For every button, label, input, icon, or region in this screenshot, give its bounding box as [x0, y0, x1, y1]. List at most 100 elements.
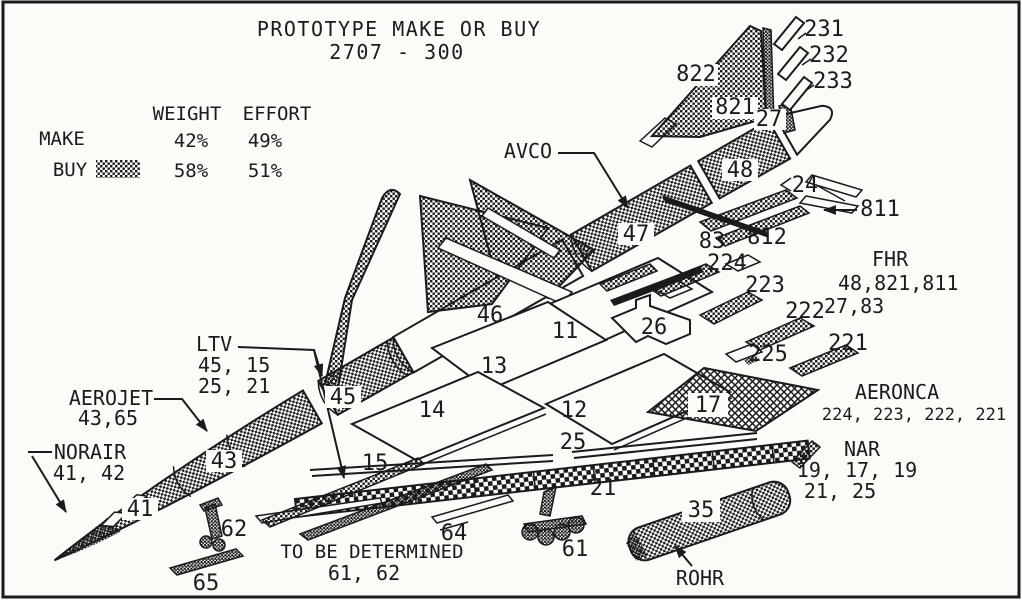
- gear-wheel: [537, 528, 555, 546]
- gear-wheel: [212, 538, 226, 552]
- legend-make-label: MAKE: [39, 128, 85, 150]
- annotation-avco: AVCO: [504, 139, 552, 163]
- strip-64: [430, 494, 515, 524]
- horizontal-tail-parts: [662, 174, 864, 247]
- part-label-64: 64: [441, 521, 468, 546]
- rohr-leader-arrow: [674, 545, 693, 567]
- root-sliver: [598, 263, 659, 292]
- part-label-35: 35: [688, 498, 715, 523]
- label-halo: [122, 498, 158, 520]
- vertical-fin-group: [638, 15, 815, 148]
- part-label-15: 15: [362, 451, 389, 476]
- part-label-233: 233: [813, 69, 853, 94]
- part-label-223: 223: [745, 273, 785, 298]
- diagram-title: PROTOTYPE MAKE OR BUY: [257, 17, 541, 41]
- rudder-segment-232: [776, 45, 810, 82]
- part-label-24: 24: [792, 173, 819, 198]
- part-label-47: 47: [623, 222, 650, 247]
- tail-wedge-811: [798, 195, 860, 214]
- legend-make-effort: 49%: [248, 130, 283, 152]
- gear-wheel: [521, 523, 539, 541]
- norair-leader-arrow: [31, 455, 67, 513]
- annotation-nar-name: NAR: [844, 437, 881, 461]
- label-halo: [618, 223, 654, 245]
- nose-tip-shading: [54, 516, 121, 561]
- ltv-leader-arrow-15: [313, 349, 347, 480]
- elevon-223: [698, 291, 764, 325]
- legend-buy-effort: 51%: [248, 160, 283, 182]
- lower-strips: [254, 432, 811, 541]
- spar-strip-25a: [309, 454, 554, 477]
- contractor-annotations: AVCO FHR 48,821,811 27,83 AERONCA 224, 2…: [53, 139, 1006, 590]
- annotation-fhr-parts1: 48,821,811: [838, 271, 958, 295]
- section-joint-arc: [392, 336, 414, 374]
- bracket-part-26: [610, 293, 691, 346]
- flap-track: [480, 207, 562, 259]
- part-225: [724, 343, 764, 363]
- annotation-ltv-parts1: 45, 15: [198, 353, 270, 377]
- legend-col-effort: EFFORT: [243, 103, 312, 125]
- section-joint-arc: [317, 381, 339, 416]
- annotation-ltv-parts2: 25, 21: [198, 374, 270, 398]
- root-strip-15b: [298, 463, 494, 541]
- gear-wheel: [553, 523, 571, 541]
- label-halo: [712, 97, 758, 119]
- aerojet-leader-arrow: [154, 398, 208, 432]
- part-label-26: 26: [641, 315, 668, 340]
- part-label-812: 812: [747, 225, 787, 250]
- annotation-aeronca-parts: 224, 223, 222, 221: [822, 405, 1006, 425]
- tail-panel-812b: [714, 205, 811, 247]
- legend-col-weight: WEIGHT: [153, 103, 222, 125]
- part-label-222: 222: [785, 299, 825, 324]
- part-label-231: 231: [804, 17, 844, 42]
- elevon-224: [646, 263, 721, 297]
- fuselage-section-47: [569, 164, 714, 273]
- legend-buy-swatch: [96, 160, 140, 178]
- nacelle-joint-arc: [751, 487, 765, 521]
- part-label-65: 65: [193, 571, 220, 596]
- part-label-27: 27: [756, 107, 783, 132]
- part-label-13: 13: [481, 354, 508, 379]
- root-strip-15a: [260, 457, 426, 528]
- legend-buy-label: BUY: [53, 159, 88, 181]
- annotation-tbd-name: TO BE DETERMINED: [280, 541, 463, 563]
- wing-panel-14: [349, 370, 547, 462]
- part-label-14: 14: [419, 398, 446, 423]
- part-label-17: 17: [695, 393, 722, 418]
- label-halo: [206, 450, 242, 472]
- gear-strut: [539, 485, 558, 517]
- annotation-tbd-parts: 61, 62: [328, 561, 400, 585]
- legend-make-weight: 42%: [174, 130, 209, 152]
- part-label-225: 225: [748, 342, 788, 367]
- strip-64-detail: [439, 521, 469, 531]
- rudder-segment-231: [772, 15, 806, 52]
- leader-lines: [28, 152, 857, 567]
- gear-wheel: [567, 516, 585, 534]
- actuator-block: [724, 254, 762, 272]
- elevon-parts: [646, 263, 860, 377]
- part-label-41: 41: [127, 497, 154, 522]
- gear-door-65: [168, 548, 245, 576]
- nar-sample-part: [790, 440, 822, 469]
- main-landing-gear-61: [521, 485, 588, 546]
- part-label-11: 11: [552, 319, 579, 344]
- part-label-221: 221: [828, 331, 868, 356]
- part-225-shade: [744, 355, 760, 365]
- annotation-fhr-parts2: 27,83: [824, 294, 884, 318]
- annotation-aerojet-name: AEROJET: [69, 386, 153, 410]
- annotation-nar-parts2: 21, 25: [804, 479, 876, 503]
- nacelle-inlet-shade: [626, 531, 648, 561]
- label-halo: [754, 109, 786, 130]
- panel-thickness-edge: [417, 413, 547, 467]
- annotation-aeronca-name: AERONCA: [855, 380, 939, 404]
- label-halo: [674, 64, 718, 86]
- part-label-821: 821: [715, 95, 755, 120]
- tail-wedge-24: [804, 174, 864, 198]
- part-label-12: 12: [561, 398, 588, 423]
- section-joint-arc: [386, 340, 408, 377]
- annotation-norair-name: NORAIR: [54, 440, 127, 464]
- bracket-24: [779, 177, 792, 192]
